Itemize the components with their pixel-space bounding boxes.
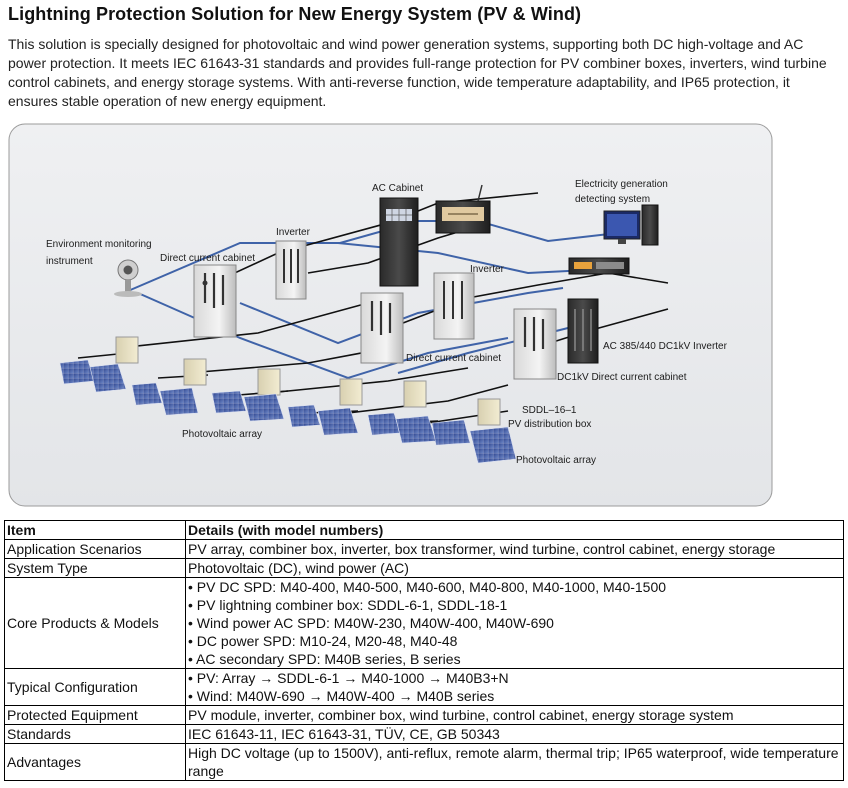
row-details: PV array, combiner box, inverter, box tr… bbox=[185, 539, 844, 559]
pv-array-panels bbox=[59, 359, 517, 464]
label-dc-cabinet-left: Direct current cabinet bbox=[160, 253, 255, 264]
table-row: Protected Equipment PV module, inverter,… bbox=[4, 705, 844, 725]
transformer-box-icon bbox=[435, 184, 491, 234]
table-row: Application Scenarios PV array, combiner… bbox=[4, 539, 844, 559]
label-egds-line2: detecting system bbox=[575, 194, 650, 205]
pv-distribution-boxes bbox=[115, 336, 501, 426]
label-dc1kv-cabinet: DC1kV Direct current cabinet bbox=[557, 372, 687, 383]
header-details: Details (with model numbers) bbox=[185, 520, 844, 540]
table-row: Typical Configuration • PV: Array → SDDL… bbox=[4, 668, 844, 706]
table-header-row: Item Details (with model numbers) bbox=[4, 520, 844, 540]
dc-cabinet-mid-icon bbox=[360, 292, 404, 364]
row-details: IEC 61643-11, IEC 61643-31, TÜV, CE, GB … bbox=[185, 724, 844, 744]
label-egds-line1: Electricity generation bbox=[575, 179, 668, 190]
label-pv-array-right: Photovoltaic array bbox=[516, 455, 596, 466]
row-details-list: • PV: Array → SDDL-6-1 → M40-1000 → M40B… bbox=[185, 668, 844, 706]
label-ac-cabinet: AC Cabinet bbox=[372, 183, 423, 194]
list-item: • PV lightning combiner box: SDDL-6-1, S… bbox=[188, 597, 508, 613]
row-details: Photovoltaic (DC), wind power (AC) bbox=[185, 558, 844, 578]
label-environment-instrument: instrument bbox=[46, 256, 93, 267]
environment-monitor-icon bbox=[114, 259, 142, 297]
row-details: PV module, inverter, combiner box, wind … bbox=[185, 705, 844, 725]
inverter-top-icon bbox=[275, 240, 307, 300]
table-row: Advantages High DC voltage (up to 1500V)… bbox=[4, 743, 844, 781]
row-label: Application Scenarios bbox=[4, 539, 186, 559]
page-title: Lightning Protection Solution for New En… bbox=[8, 4, 582, 24]
list-item: • PV DC SPD: M40-400, M40-500, M40-600, … bbox=[188, 579, 667, 595]
row-label: Protected Equipment bbox=[4, 705, 186, 725]
row-details-list: • PV DC SPD: M40-400, M40-500, M40-600, … bbox=[185, 577, 844, 669]
row-label: Advantages bbox=[4, 743, 186, 781]
list-item: • Wind power AC SPD: M40W-230, M40W-400,… bbox=[188, 615, 554, 631]
label-pv-array-left: Photovoltaic array bbox=[182, 429, 262, 440]
label-inverter-mid: Inverter bbox=[470, 264, 505, 275]
specification-table: Item Details (with model numbers) Applic… bbox=[4, 520, 844, 781]
label-pv-distribution-box: PV distribution box bbox=[508, 419, 591, 430]
list-item: • DC power SPD: M10-24, M20-48, M40-48 bbox=[188, 633, 458, 649]
label-sddl-model: SDDL–16–1 bbox=[522, 405, 577, 416]
label-inverter-top: Inverter bbox=[276, 227, 311, 238]
header-item: Item bbox=[4, 520, 186, 540]
dc-cabinet-left-icon bbox=[193, 264, 237, 338]
row-label: Core Products & Models bbox=[4, 577, 186, 669]
detecting-system-icon bbox=[568, 204, 659, 275]
row-label: Standards bbox=[4, 724, 186, 744]
table-row: Core Products & Models • PV DC SPD: M40-… bbox=[4, 577, 844, 669]
list-item: • PV: Array → SDDL-6-1 → M40-1000 → M40B… bbox=[188, 670, 509, 686]
list-item: • AC secondary SPD: M40B series, B serie… bbox=[188, 651, 461, 667]
ac-inverter-icon bbox=[567, 298, 599, 364]
row-label: System Type bbox=[4, 558, 186, 578]
system-diagram: Environment monitoring instrument Direct… bbox=[8, 123, 773, 507]
list-item: • Wind: M40W-690 → M40W-400 → M40B serie… bbox=[188, 688, 495, 704]
label-environment-monitoring: Environment monitoring bbox=[46, 239, 152, 250]
label-dc-cabinet-mid: Direct current cabinet bbox=[406, 353, 501, 364]
label-ac-inverter: AC 385/440 DC1kV Inverter bbox=[603, 341, 728, 352]
table-row: System Type Photovoltaic (DC), wind powe… bbox=[4, 558, 844, 578]
inverter-mid-icon bbox=[433, 272, 475, 340]
intro-paragraph: This solution is specially designed for … bbox=[8, 36, 827, 109]
row-label: Typical Configuration bbox=[4, 668, 186, 706]
table-row: Standards IEC 61643-11, IEC 61643-31, TÜ… bbox=[4, 724, 844, 744]
row-details: High DC voltage (up to 1500V), anti-refl… bbox=[185, 743, 844, 781]
ac-cabinet-icon bbox=[379, 197, 419, 287]
dc1kv-cabinet-icon bbox=[513, 308, 557, 380]
